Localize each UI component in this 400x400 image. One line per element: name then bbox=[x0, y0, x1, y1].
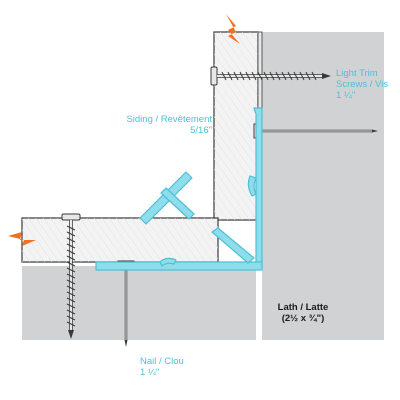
screw-label: Light Trim Screws / Vis 1 ¼" bbox=[336, 68, 388, 101]
screw-label-line-3: 1 ¼" bbox=[336, 90, 356, 101]
screw-icon bbox=[61, 213, 81, 339]
siding-label-line-1: Siding / Revêtement bbox=[126, 114, 212, 125]
screw-icon bbox=[210, 66, 331, 86]
lath-label: Lath / Latte (2½ x ¾") bbox=[268, 302, 338, 324]
wood-grain-arrow-icon bbox=[8, 232, 36, 246]
siding-board-horizontal bbox=[21, 217, 219, 263]
wood-grain-arrow-icon bbox=[226, 14, 240, 44]
wall-block-right bbox=[262, 32, 384, 340]
lath-label-line-1: Lath / Latte bbox=[277, 302, 329, 313]
nail-label: Nail / Clou 1 ¼" bbox=[140, 356, 184, 378]
siding-label: Siding / Revêtement 5/16" bbox=[118, 114, 212, 136]
screw-label-line-1: Light Trim bbox=[336, 68, 378, 79]
wall-block-bottom bbox=[22, 266, 256, 340]
screw-label-line-2: Screws / Vis bbox=[336, 79, 389, 90]
corner-trim-profile bbox=[95, 107, 263, 271]
lath-label-line-2: (2½ x ¾") bbox=[281, 313, 325, 324]
siding-label-line-2: 5/16" bbox=[190, 125, 212, 136]
nail-label-line-2: 1 ¼" bbox=[140, 367, 160, 378]
nail-label-line-1: Nail / Clou bbox=[140, 356, 184, 367]
